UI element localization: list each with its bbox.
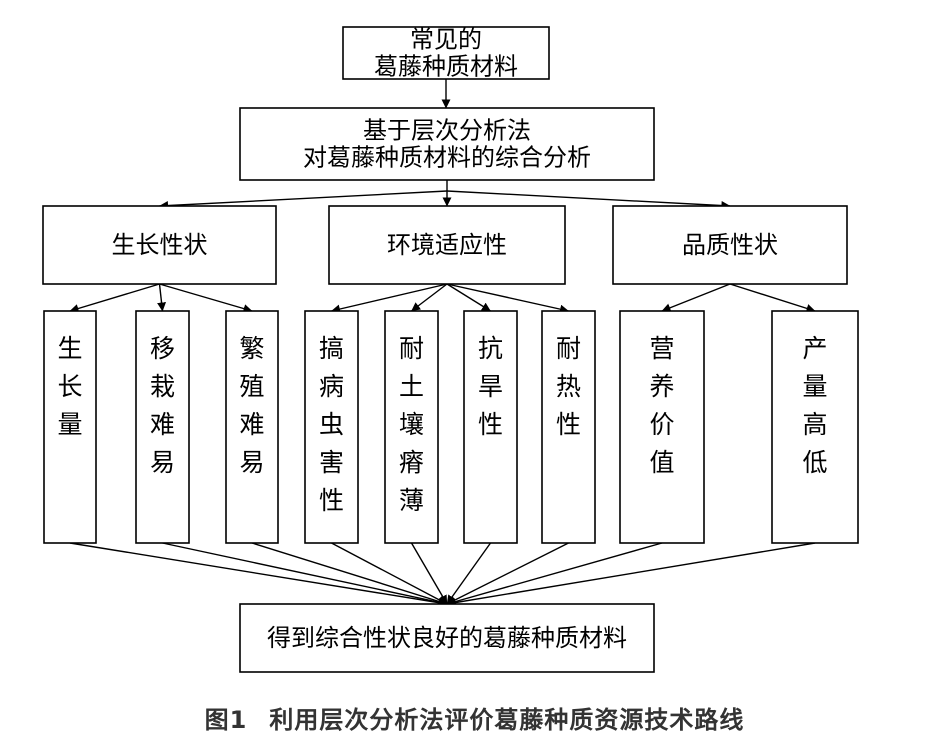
arrow-to-trait-7 [661, 283, 731, 313]
trait-box-5-label: 抗旱性 [478, 334, 503, 439]
arrow-to-trait-2 [159, 283, 253, 313]
category-frame [328, 205, 566, 285]
category-label: 品质性状 [682, 231, 778, 259]
trait-box-4-frame [384, 310, 439, 544]
trait-box-7: 营养价值 [619, 310, 705, 544]
arrow-trait-to-result-3 [331, 542, 448, 605]
diagram-nodes: 常见的葛藤种质材料基于层次分析法对葛藤种质材料的综合分析生长性状环境适应性品质性… [42, 26, 859, 673]
trait-box-4: 耐土壤瘠薄 [384, 310, 439, 544]
caption-text: 利用层次分析法评价葛藤种质资源技术路线 [269, 706, 745, 734]
arrow-to-trait-6 [446, 283, 569, 314]
arrow-trait-to-result-4 [410, 542, 448, 605]
trait-box-6: 耐热性 [541, 310, 596, 544]
result-box: 得到综合性状良好的葛藤种质材料 [239, 603, 655, 673]
category-frame [612, 205, 848, 285]
arrow-trait-to-result-6 [446, 542, 569, 605]
category-box-adapt: 环境适应性 [328, 205, 566, 285]
arrow-method-to-quality [446, 190, 731, 211]
method-box-label: 基于层次分析法 [363, 117, 531, 145]
trait-box-1-frame [135, 310, 190, 544]
result-box-frame [239, 603, 655, 673]
arrow-trait-to-result-1 [162, 542, 448, 607]
trait-box-1-label: 移栽难易 [150, 334, 175, 477]
trait-box-0-frame [43, 310, 97, 544]
result-box-label: 得到综合性状良好的葛藤种质材料 [267, 624, 627, 652]
category-label: 生长性状 [112, 231, 208, 259]
category-label: 环境适应性 [387, 231, 507, 259]
source-box-label: 常见的 [410, 26, 482, 54]
caption-number: 图1 [204, 706, 248, 734]
arrow-trait-to-result-7 [446, 542, 663, 606]
method-box-label: 对葛藤种质材料的综合分析 [303, 144, 591, 172]
trait-box-2-label: 繁殖难易 [239, 334, 264, 477]
trait-box-2-frame [225, 310, 279, 544]
arrow-trait-to-result-0 [69, 542, 448, 608]
arrow-to-trait-0 [69, 283, 160, 313]
trait-box-3-frame [304, 310, 359, 544]
method-box-frame [239, 107, 655, 181]
arrow-to-trait-8 [729, 283, 816, 313]
trait-box-2: 繁殖难易 [225, 310, 279, 544]
figure-caption: 图1 利用层次分析法评价葛藤种质资源技术路线 [0, 700, 949, 735]
category-box-growth: 生长性状 [42, 205, 277, 285]
trait-box-3-label: 搞病虫害性 [319, 334, 344, 515]
arrow-to-trait-3 [331, 283, 448, 314]
trait-box-0-label: 生长量 [57, 334, 82, 439]
trait-box-8-frame [771, 310, 859, 544]
arrow-trait-to-result-5 [446, 542, 492, 605]
arrow-to-trait-4 [411, 283, 448, 312]
flowchart: 常见的葛藤种质材料基于层次分析法对葛藤种质材料的综合分析生长性状环境适应性品质性… [42, 26, 859, 673]
arrow-to-trait-5 [446, 283, 491, 312]
connector-arrows [69, 79, 816, 608]
arrow-method-to-growth [159, 190, 448, 211]
arrow-trait-to-result-8 [446, 542, 816, 608]
source-box-frame [342, 26, 550, 80]
trait-box-0: 生长量 [43, 310, 97, 544]
trait-box-6-frame [541, 310, 596, 544]
trait-box-4-label: 耐土壤瘠薄 [399, 334, 424, 515]
trait-box-3: 搞病虫害性 [304, 310, 359, 544]
source-box-label: 葛藤种质材料 [374, 53, 518, 81]
trait-box-5: 抗旱性 [463, 310, 518, 544]
category-frame [42, 205, 277, 285]
arrow-trait-to-result-2 [251, 542, 448, 606]
trait-box-7-frame [619, 310, 705, 544]
trait-box-5-frame [463, 310, 518, 544]
trait-box-1: 移栽难易 [135, 310, 190, 544]
trait-box-7-label: 营养价值 [649, 334, 674, 477]
trait-box-6-label: 耐热性 [556, 334, 581, 439]
trait-box-8: 产量高低 [771, 310, 859, 544]
trait-box-8-label: 产量高低 [802, 334, 827, 477]
arrow-to-trait-1 [157, 283, 167, 312]
category-box-quality: 品质性状 [612, 205, 848, 285]
